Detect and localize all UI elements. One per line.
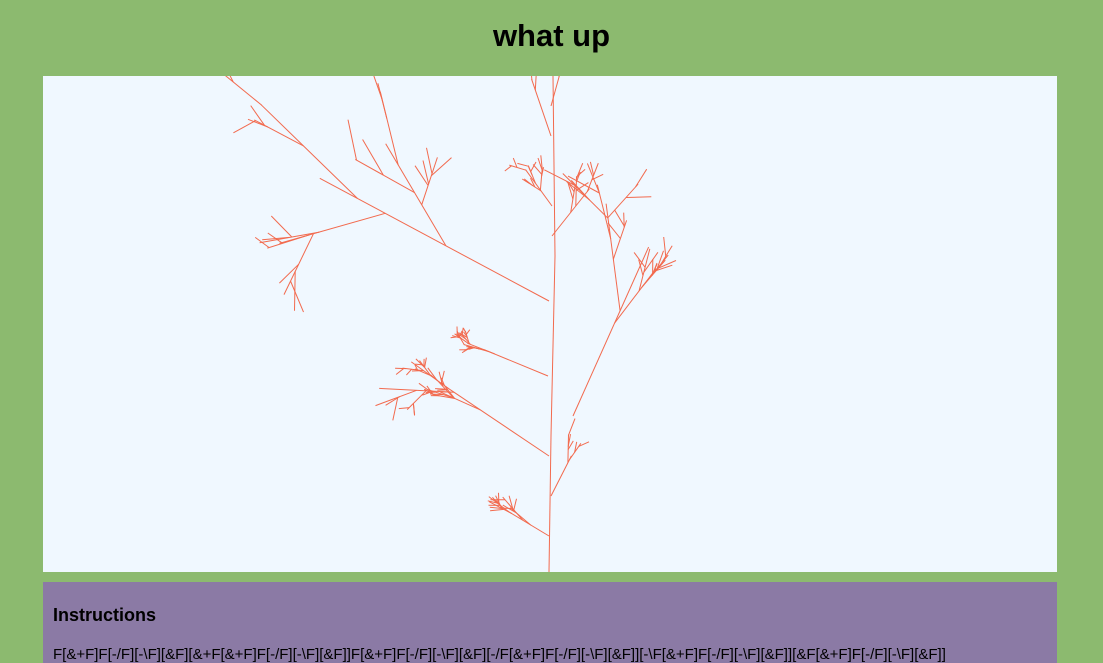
lsystem-rule-text: F[&+F]F[-/F][-\F][&F][&+F[&+F]F[-/F][-\F… [53,646,946,663]
lsystem-plant-drawing [225,76,677,572]
drawing-canvas[interactable] [43,76,1057,572]
instructions-heading: Instructions [53,605,157,625]
page-title: what up [492,18,611,53]
plant-strokes [225,76,677,572]
instructions-panel: Instructions F[&+F]F[-/F][-\F][&F][&+F[&… [43,582,1057,663]
